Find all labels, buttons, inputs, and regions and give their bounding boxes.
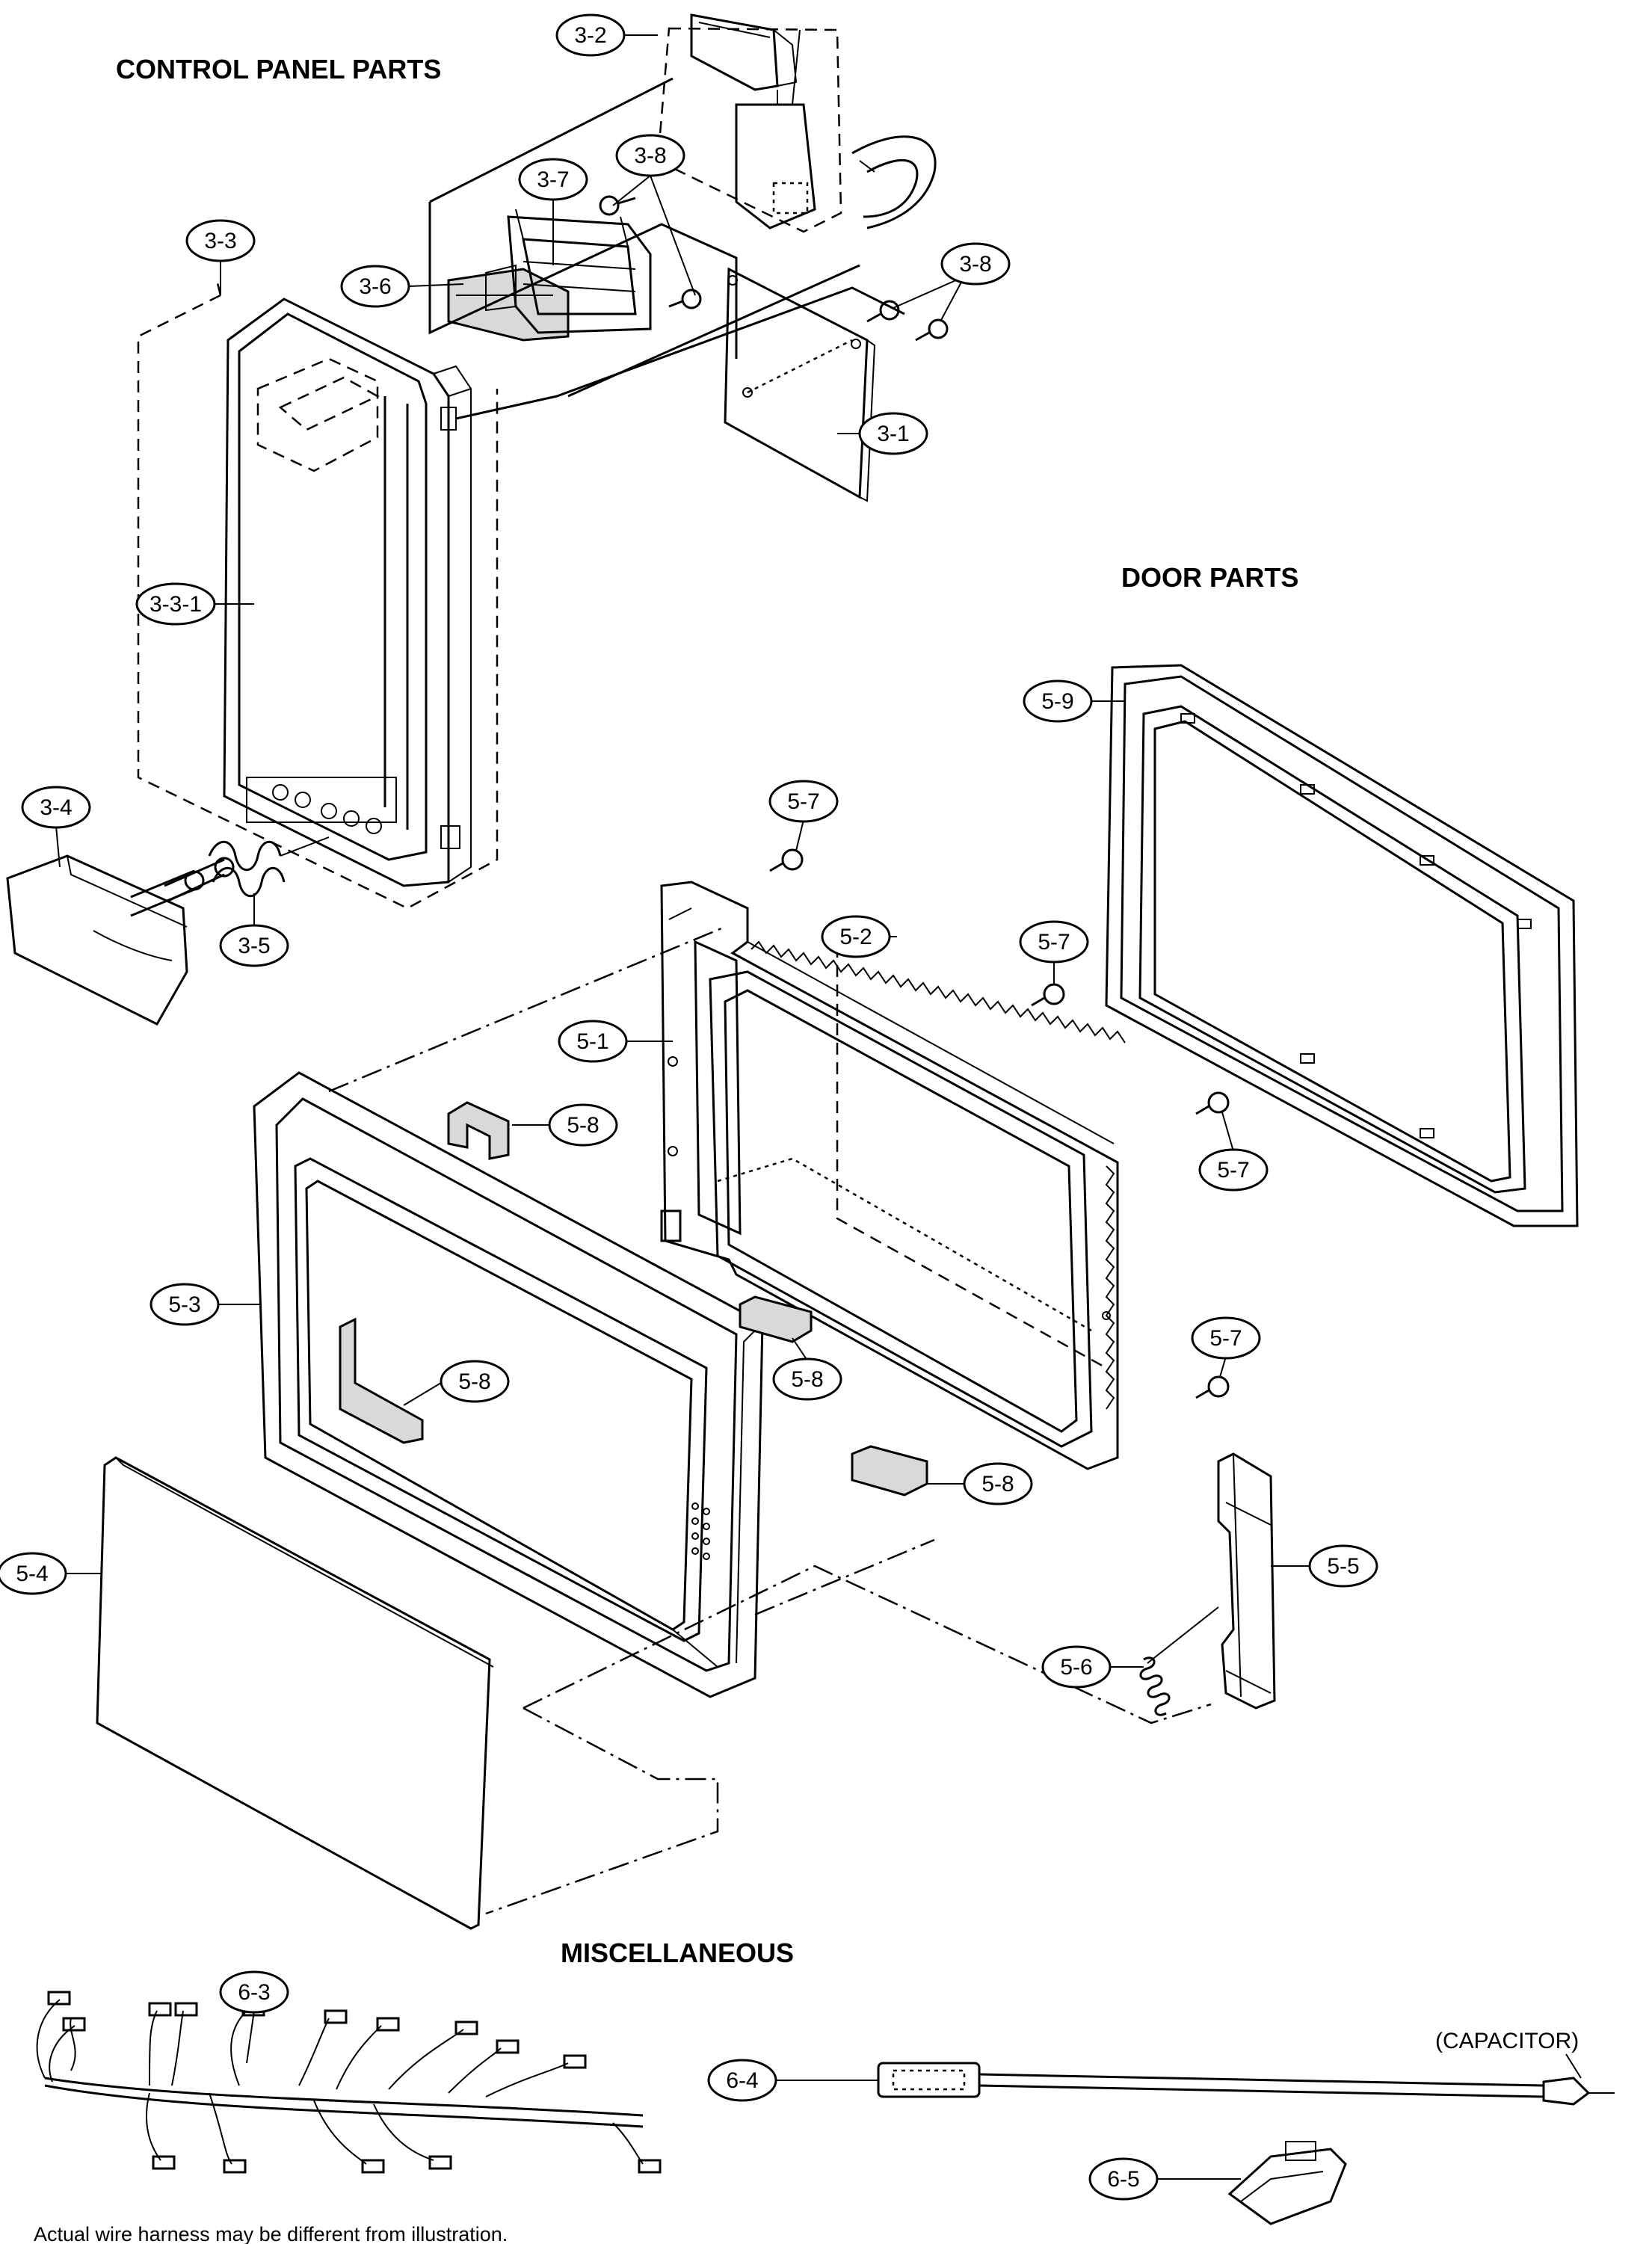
control-panel-assembly [6,13,949,1026]
screw-5-7-top [769,848,804,872]
callout-3-3-1-bubble [135,582,216,626]
door-panel [253,1071,764,1698]
callout-5-8-right: 5-8 [791,1367,823,1392]
callout-5-1: 5-1 [576,1029,608,1054]
key-unit-bracket [447,268,570,342]
capacitor-label: (CAPACITOR) [1435,2029,1579,2053]
callout-3-1: 3-1 [877,422,909,446]
callout-3-1-bubble [858,412,928,455]
hv-clip [1227,2141,1347,2225]
callout-5-7-top-bubble [768,780,839,823]
wire-harness [36,1991,662,2174]
callout-5-8-right-bubble [772,1357,842,1401]
callout-5-9-bubble [1023,679,1093,723]
callout-3-8-upper-bubble [615,134,685,177]
block-5-8-lower [851,1445,928,1496]
callout-5-7-lower-bubble [1191,1316,1261,1360]
callout-5-7-mid: 5-7 [1038,930,1070,955]
control-panel-frame [223,298,472,887]
callout-5-4: 5-4 [16,1562,48,1586]
callout-3-3-bubble [185,219,256,262]
door-frame [660,881,1126,1470]
callout-3-2: 3-2 [574,23,606,48]
screw-3-8-right-b [915,318,949,342]
callout-3-8-right: 3-8 [959,252,991,277]
open-button [6,854,235,1026]
callout-3-5: 3-5 [238,934,270,958]
callout-5-8-lower: 5-8 [981,1472,1014,1496]
callout-6-3-bubble [219,1970,289,2014]
door-assembly [96,664,1579,1930]
flexible-cable [851,135,937,229]
screw-3-8-lower [668,289,702,309]
callout-5-8-lower-bubble [963,1462,1033,1505]
callout-3-6: 3-6 [359,274,391,299]
callout-6-4: 6-4 [726,2068,758,2093]
screw-3-8-right-a [866,300,900,323]
callout-5-2-bubble [821,915,891,958]
callout-3-3: 3-3 [204,229,236,253]
vent-holes [691,1502,710,1560]
callout-5-7-mid-bubble [1019,920,1089,964]
block-5-8-right [739,1295,813,1343]
callout-3-5-bubble [219,924,289,967]
miscellaneous-heading: MISCELLANEOUS [561,1938,794,1968]
callout-5-3: 5-3 [168,1292,200,1317]
callout-3-7: 3-7 [537,167,569,192]
block-5-8-inner [339,1317,424,1444]
callout-3-4: 3-4 [40,795,72,820]
callout-5-8-top-bubble [548,1103,618,1147]
callout-5-2: 5-2 [839,925,872,949]
callout-5-3-bubble [150,1283,220,1326]
callout-5-8-inner-bubble [440,1360,510,1403]
door-screen-cover [96,1456,494,1930]
callout-5-7-right-bubble [1198,1148,1269,1192]
callout-3-4-bubble [21,786,91,829]
hv-wire [877,2062,1615,2106]
callout-3-6-bubble [340,265,410,308]
callout-3-8-upper: 3-8 [634,144,666,168]
callout-6-4-bubble [707,2059,777,2102]
screw-5-7-lower [1195,1375,1230,1399]
callout-5-8-top: 5-8 [567,1113,599,1138]
screw-5-7-mid [1031,983,1065,1007]
harness-note: Actual wire harness may be different fro… [34,2223,508,2244]
callout-6-5-bubble [1088,2157,1159,2201]
callout-6-5: 6-5 [1107,2167,1139,2192]
screw-5-7-right [1195,1091,1230,1115]
callout-3-3-1: 3-3-1 [150,592,202,617]
callout-5-6-bubble [1041,1645,1112,1689]
callout-5-8-inner: 5-8 [458,1369,490,1394]
callout-5-4-bubble [0,1552,67,1595]
screw-3-8-upper [599,195,636,216]
callout-3-7-bubble [518,158,588,201]
spring-3-5 [208,836,330,898]
callout-5-7-lower: 5-7 [1209,1326,1242,1351]
callout-5-9: 5-9 [1041,689,1073,714]
ribbon-cable [690,13,816,229]
control-panel-parts-heading: CONTROL PANEL PARTS [116,54,441,84]
pc-board [724,267,876,502]
callout-5-7-right: 5-7 [1217,1158,1249,1183]
callout-3-2-bubble [555,13,626,57]
latch-spring [1139,1606,1219,1716]
block-5-8-top [447,1101,510,1160]
choke-cover [1105,664,1579,1227]
callout-6-3: 6-3 [238,1980,270,2005]
callout-5-5: 5-5 [1327,1554,1359,1579]
callout-5-1-bubble [558,1020,628,1063]
door-parts-heading: DOOR PARTS [1121,562,1298,593]
latch-head [1217,1452,1276,1710]
misc-parts: Actual wire harness may be different fro… [34,1991,1615,2244]
callouts: 3-2 3-8 3-7 3-3 3-6 3-8 3-1 3-3-1 [0,13,1378,2201]
callout-3-8-right-bubble [940,242,1011,286]
callout-5-7-top: 5-7 [787,789,819,814]
callout-5-6: 5-6 [1060,1655,1092,1680]
callout-5-5-bubble [1308,1544,1378,1588]
